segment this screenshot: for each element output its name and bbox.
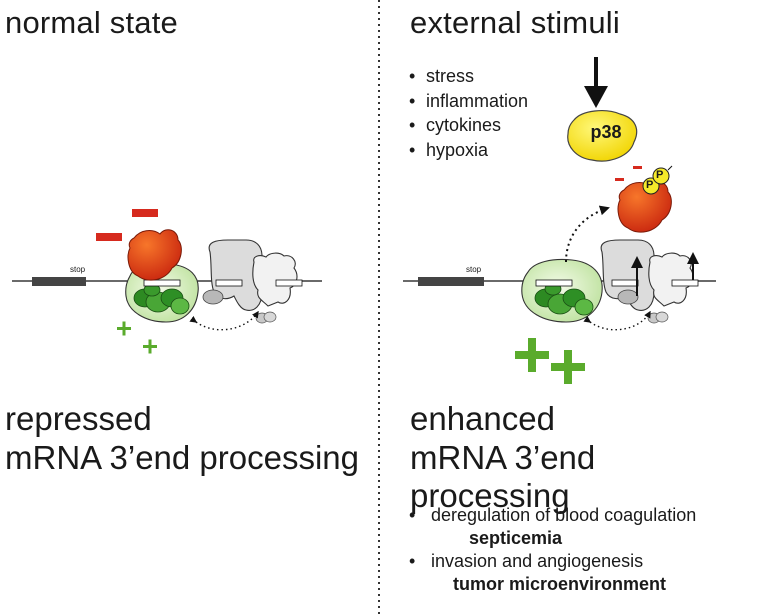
left-panel-title: normal state bbox=[5, 5, 178, 40]
p38-label: p38 bbox=[590, 122, 622, 142]
right-small-gray-bead-2 bbox=[655, 311, 669, 323]
phospho-circle-2 bbox=[652, 167, 670, 185]
phospho-label-1: P bbox=[646, 179, 654, 191]
outcome-text: deregulation of blood coagulation bbox=[431, 505, 697, 525]
right-big-plus-2 bbox=[551, 350, 585, 384]
right-coding-region bbox=[418, 277, 484, 286]
right-dotted-release-arrow bbox=[565, 205, 610, 263]
left-caption-line1: repressed bbox=[5, 400, 152, 437]
outcome-text: invasion and angiogenesis bbox=[431, 551, 644, 571]
stimulus-arrowhead bbox=[584, 86, 608, 108]
stimulus-item: stress bbox=[409, 64, 528, 89]
left-coding-region bbox=[32, 277, 86, 286]
left-stop-label: stop bbox=[70, 265, 86, 274]
left-caption-line2: mRNA 3’end processing bbox=[5, 439, 360, 476]
outcome-bold: tumor microenvironment bbox=[453, 574, 667, 594]
left-white-box-1 bbox=[215, 279, 243, 287]
outcome-item: deregulation of blood coagulation septic… bbox=[409, 504, 696, 550]
right-stop-label: stop bbox=[466, 265, 482, 274]
right-gray-protein-large bbox=[600, 239, 655, 311]
release-arrow-1 bbox=[631, 256, 643, 296]
right-white-box-halo bbox=[535, 279, 573, 287]
outcome-item: invasion and angiogenesis tumor microenv… bbox=[409, 550, 696, 596]
left-gray-oval bbox=[202, 289, 224, 305]
left-plus-sign-1 bbox=[117, 321, 131, 336]
left-minus-sign-left bbox=[96, 233, 122, 241]
right-dotted-interaction-arrow bbox=[583, 310, 651, 331]
right-signal-cascade bbox=[567, 57, 638, 162]
right-caption-line1: enhanced bbox=[410, 400, 555, 437]
released-minus-sign-2 bbox=[633, 166, 642, 169]
left-small-gray-bead-2 bbox=[263, 311, 277, 323]
stimuli-list: stress inflammation cytokines hypoxia bbox=[409, 64, 528, 162]
right-gray-protein-small bbox=[648, 252, 694, 307]
left-green-complex bbox=[133, 283, 190, 315]
outcome-bold: septicemia bbox=[469, 528, 563, 548]
left-gray-protein-small bbox=[252, 252, 298, 307]
stimulus-item: cytokines bbox=[409, 113, 528, 138]
stimulus-item: inflammation bbox=[409, 89, 528, 114]
left-dotted-interaction-arrow bbox=[189, 310, 259, 331]
released-minus-sign-1 bbox=[615, 178, 624, 181]
left-minus-sign-top bbox=[132, 209, 158, 217]
left-white-box-halo bbox=[143, 279, 181, 287]
release-arrow-2 bbox=[687, 252, 699, 280]
left-white-box-2 bbox=[275, 279, 303, 287]
right-panel-title: external stimuli bbox=[410, 5, 620, 40]
right-gray-oval bbox=[617, 289, 639, 305]
right-white-box-2 bbox=[671, 279, 699, 287]
left-red-repressor bbox=[127, 229, 182, 281]
right-mrna-schematic bbox=[403, 205, 716, 384]
phospho-tick bbox=[667, 165, 673, 171]
right-white-box-1 bbox=[611, 279, 639, 287]
phosphorylated-repressor bbox=[615, 165, 673, 233]
left-plus-sign-2 bbox=[143, 339, 157, 354]
right-big-plus-1 bbox=[515, 338, 549, 372]
phospho-label-2: P bbox=[656, 169, 664, 181]
left-mrna-schematic bbox=[12, 209, 322, 354]
stimulus-item: hypoxia bbox=[409, 138, 528, 163]
p38-kinase-blob bbox=[567, 110, 638, 162]
outcomes-list: deregulation of blood coagulation septic… bbox=[409, 504, 696, 596]
